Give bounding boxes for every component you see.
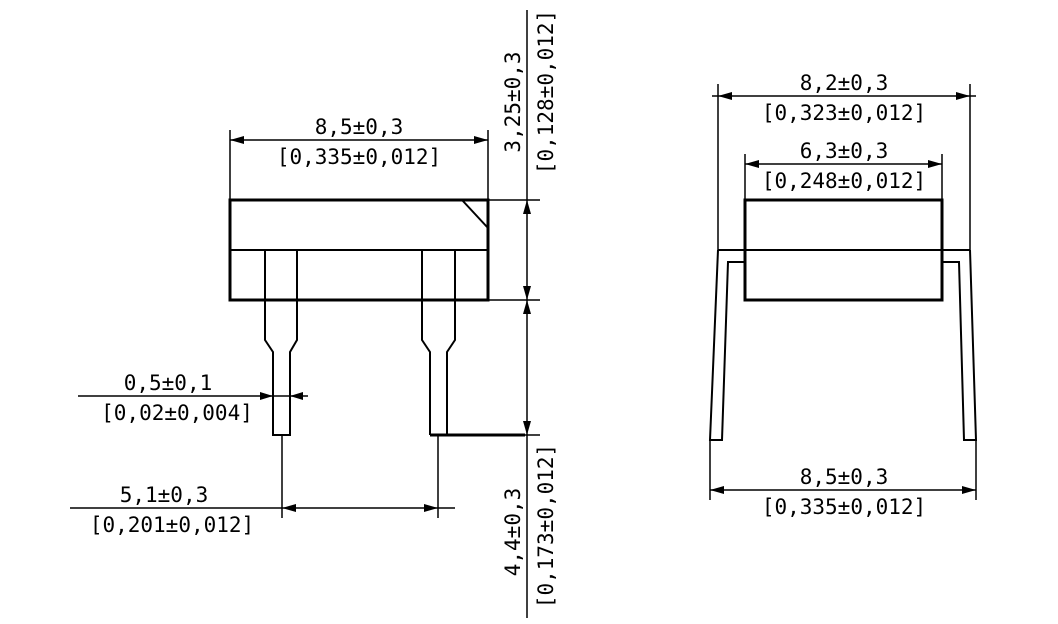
side-pitch-label: 5,1±0,3 bbox=[120, 483, 209, 507]
side-height-label: 3,25±0,3 bbox=[501, 51, 525, 152]
side-pin-label: 0,5±0,1 bbox=[124, 371, 213, 395]
front-inner-label: 6,3±0,3 bbox=[800, 139, 889, 163]
side-width-label: 8,5±0,3 bbox=[315, 115, 404, 139]
front-right-lead bbox=[942, 249, 978, 441]
side-lead-arrow-top bbox=[523, 300, 531, 314]
side-right-pin bbox=[421, 250, 456, 435]
side-pin-label-in: [0,02±0,004] bbox=[101, 401, 253, 425]
side-lead-label-in: [0,173±0,012] bbox=[534, 444, 558, 608]
side-pitch-arrow-left bbox=[282, 504, 296, 512]
front-body bbox=[743, 198, 944, 302]
front-left-lead bbox=[708, 249, 745, 441]
front-outer-label-in: [0,323±0,012] bbox=[762, 101, 926, 125]
front-bottom-label-in: [0,335±0,012] bbox=[762, 495, 926, 519]
front-outer-arrow-right bbox=[956, 92, 970, 100]
front-inner-arrow-right bbox=[928, 160, 942, 168]
side-left-pin bbox=[264, 250, 298, 436]
side-lead-label: 4,4±0,3 bbox=[501, 488, 525, 577]
side-pin-arrow-left bbox=[260, 392, 273, 400]
side-body-chamfer bbox=[461, 199, 489, 229]
side-width-arrow-right bbox=[474, 136, 488, 144]
side-pin-arrow-right bbox=[290, 392, 303, 400]
front-inner-label-in: [0,248±0,012] bbox=[762, 169, 926, 193]
side-pitch-label-in: [0,201±0,012] bbox=[90, 513, 254, 537]
front-view: 8,2±0,3 [0,323±0,012] 6,3±0,3 [0,248±0,0… bbox=[708, 71, 978, 519]
front-outer-arrow-left bbox=[718, 92, 732, 100]
side-pitch-arrow-right bbox=[424, 504, 438, 512]
front-bottom-label: 8,5±0,3 bbox=[800, 465, 889, 489]
front-inner-arrow-left bbox=[745, 160, 759, 168]
side-width-arrow-left bbox=[230, 136, 244, 144]
side-height-label-in: [0,128±0,012] bbox=[534, 10, 558, 174]
side-lead-arrow-bottom bbox=[523, 421, 531, 435]
side-height-arrow-bottom bbox=[523, 286, 531, 300]
front-bottom-arrow-right bbox=[962, 486, 976, 494]
front-outer-label: 8,2±0,3 bbox=[800, 71, 889, 95]
side-height-arrow-top bbox=[523, 200, 531, 214]
side-view: 8,5±0,3 [0,335±0,012] 3,25±0,3 [0,128±0,… bbox=[70, 10, 558, 618]
front-bottom-arrow-left bbox=[710, 486, 724, 494]
side-width-label-in: [0,335±0,012] bbox=[277, 145, 441, 169]
